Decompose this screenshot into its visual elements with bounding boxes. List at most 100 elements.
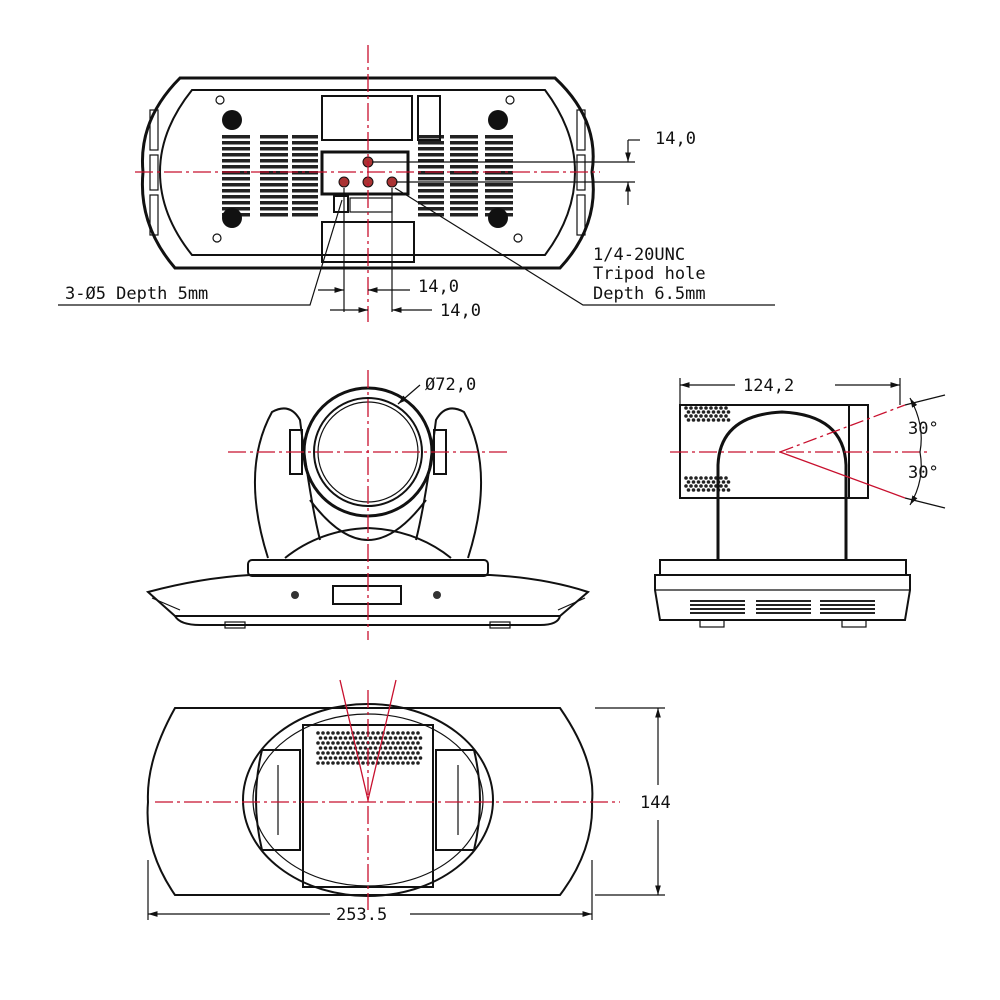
- mesh-hole: [316, 731, 320, 735]
- mesh-hole: [398, 736, 403, 740]
- mesh-hole: [343, 756, 348, 760]
- mesh-hole: [343, 736, 348, 740]
- vent-slot: [260, 165, 288, 169]
- vent-slot: [260, 201, 288, 205]
- vent-slot: [260, 141, 288, 145]
- vent-slot: [450, 141, 478, 145]
- mesh-hole: [706, 410, 711, 414]
- mesh-hole: [726, 488, 731, 492]
- mesh-hole: [416, 731, 420, 735]
- vent-slot: [222, 159, 250, 163]
- side-vents: [690, 600, 875, 614]
- mesh-hole: [408, 756, 413, 760]
- mesh-hole: [316, 761, 320, 765]
- mesh-hole: [333, 736, 338, 740]
- mesh-hole: [711, 418, 716, 422]
- mesh-hole: [358, 736, 363, 740]
- mesh-hole: [391, 741, 395, 745]
- mount-plate: [320, 150, 410, 196]
- feet: [212, 95, 523, 243]
- mesh-hole: [716, 418, 721, 422]
- mesh-hole: [371, 731, 375, 735]
- mesh-hole: [383, 746, 388, 750]
- mesh-hole: [381, 761, 385, 765]
- vent-slot: [690, 612, 745, 614]
- vent-slot: [820, 608, 875, 610]
- mesh-hole: [706, 488, 711, 492]
- mesh-hole: [406, 741, 410, 745]
- mesh-hole: [351, 761, 355, 765]
- mesh-hole: [391, 761, 395, 765]
- vent-slot: [222, 171, 250, 175]
- vent-slot: [450, 195, 478, 199]
- mesh-hole: [724, 476, 728, 480]
- mesh-hole: [363, 746, 368, 750]
- mesh-hole: [711, 410, 716, 414]
- vent-slot: [222, 189, 250, 193]
- vent-slot: [485, 153, 513, 157]
- mesh-hole: [353, 756, 358, 760]
- mesh-hole: [393, 746, 398, 750]
- mesh-hole: [701, 480, 706, 484]
- mesh-hole: [373, 746, 378, 750]
- vent-slot: [222, 195, 250, 199]
- vent-slot: [292, 165, 318, 169]
- mesh-hole: [418, 746, 423, 750]
- vent-slot: [292, 189, 318, 193]
- depth-label: 124,2: [743, 376, 794, 396]
- vent-slot: [418, 207, 444, 211]
- mesh-hole: [701, 488, 706, 492]
- mesh-hole: [343, 746, 348, 750]
- vent-slot: [222, 153, 250, 157]
- mesh-hole: [724, 484, 728, 488]
- vent-slot: [222, 135, 250, 139]
- mesh-hole: [376, 731, 380, 735]
- mesh-hole: [356, 731, 360, 735]
- dim-bottom-2-label: 14,0: [440, 301, 481, 321]
- mesh-hole: [386, 741, 390, 745]
- mesh-hole: [341, 731, 345, 735]
- vent-slot: [292, 141, 318, 145]
- mesh-hole: [686, 480, 691, 484]
- mesh-hole: [346, 731, 350, 735]
- vent-slot: [260, 177, 288, 181]
- mesh-hole: [401, 751, 405, 755]
- mesh-hole: [358, 756, 363, 760]
- mesh-hole: [689, 476, 693, 480]
- vent-slot: [292, 195, 318, 199]
- vent-slot: [756, 604, 811, 606]
- mesh-hole: [706, 480, 711, 484]
- vent-slot: [485, 177, 513, 181]
- mesh-hole: [684, 484, 688, 488]
- mesh-hole: [398, 756, 403, 760]
- vent-slot: [418, 177, 444, 181]
- mesh-hole: [328, 746, 333, 750]
- vent-slot: [292, 159, 318, 163]
- vent-slot: [260, 207, 288, 211]
- mesh-hole: [721, 418, 726, 422]
- vent-slot: [222, 141, 250, 145]
- mesh-hole: [378, 736, 383, 740]
- mesh-hole: [371, 751, 375, 755]
- mesh-hole: [368, 746, 373, 750]
- mesh-hole: [406, 751, 410, 755]
- mesh-hole: [373, 756, 378, 760]
- top-view: 144 253.5: [146, 679, 671, 925]
- mesh-hole: [709, 406, 713, 410]
- mesh-hole: [316, 741, 320, 745]
- vent-slot: [418, 135, 444, 139]
- side-view: 124,2 30° 30°: [654, 376, 946, 628]
- mesh-hole: [393, 736, 398, 740]
- mesh-hole: [336, 731, 340, 735]
- vent-slot: [418, 171, 444, 175]
- mesh-hole: [726, 410, 731, 414]
- vent-slot: [292, 153, 318, 157]
- mesh-hole: [413, 746, 418, 750]
- mesh-hole: [401, 731, 405, 735]
- vent-slot: [690, 608, 745, 610]
- mesh-hole: [391, 751, 395, 755]
- mesh-hole: [338, 746, 343, 750]
- vent-slot: [222, 177, 250, 181]
- vent-slot: [485, 135, 513, 139]
- mesh-hole: [411, 741, 415, 745]
